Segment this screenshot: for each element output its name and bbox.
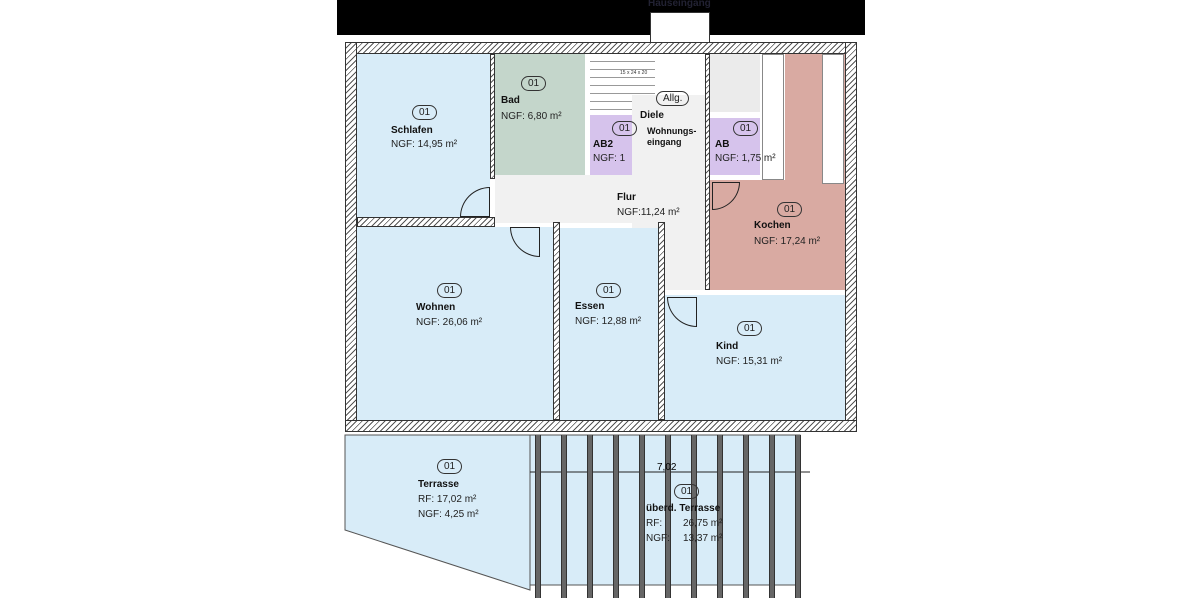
room-number: 01 bbox=[437, 459, 463, 474]
room-name: Diele bbox=[640, 110, 664, 121]
room-area-rf: 26,75 m² bbox=[683, 518, 723, 529]
wall-inner-2 bbox=[553, 222, 560, 420]
room-tag: Allg. bbox=[656, 91, 690, 106]
room-number: 01 bbox=[612, 121, 638, 136]
kitchen-counter bbox=[762, 54, 784, 180]
room-name: Wohnen bbox=[416, 302, 456, 313]
room-area: NGF: 6,80 m² bbox=[501, 111, 562, 122]
room-name: Flur bbox=[617, 192, 636, 203]
pergola-post bbox=[769, 435, 775, 598]
pergola-post bbox=[535, 435, 541, 598]
room-ab2[interactable] bbox=[590, 115, 632, 175]
pergola-post bbox=[561, 435, 567, 598]
room-number: 01 bbox=[737, 321, 763, 336]
entrance-label: Hauseingang bbox=[648, 0, 711, 9]
wall-south bbox=[345, 420, 857, 432]
pergola-post bbox=[587, 435, 593, 598]
room-number: 01 bbox=[596, 283, 622, 298]
room-number: 01 bbox=[521, 76, 547, 91]
pergola-post bbox=[717, 435, 723, 598]
room-number: 01 bbox=[777, 202, 803, 217]
pergola-post bbox=[743, 435, 749, 598]
stair-label: 15 x 24 x 20 bbox=[620, 70, 648, 76]
kitchen-counter-right bbox=[822, 54, 844, 184]
room-name: Kochen bbox=[754, 220, 791, 231]
pergola-post bbox=[639, 435, 645, 598]
wall-inner-3 bbox=[658, 222, 665, 420]
room-number: 01 bbox=[733, 121, 759, 136]
room-area-ngf: NGF: 4,25 m² bbox=[418, 509, 479, 520]
room-area: NGF:11,24 m² bbox=[617, 207, 680, 218]
room-wohnen[interactable] bbox=[357, 227, 553, 420]
room-area: NGF: 14,95 m² bbox=[391, 139, 458, 150]
pergola-post bbox=[691, 435, 697, 598]
room-area: NGF: 1 bbox=[593, 153, 626, 164]
wall-inner-4 bbox=[705, 54, 710, 290]
room-area: NGF: 1,75 m² bbox=[715, 153, 776, 164]
entrance-step bbox=[650, 12, 710, 44]
room-area-rf-label: RF: bbox=[646, 518, 663, 529]
room-name: überd. Terrasse bbox=[646, 503, 721, 514]
pergola-post bbox=[795, 435, 801, 598]
room-name: Bad bbox=[501, 95, 520, 106]
room-schlafen[interactable] bbox=[357, 54, 490, 217]
wall-inner-5 bbox=[490, 54, 495, 179]
room-area-ngf: 13,37 m² bbox=[683, 533, 723, 544]
room-bad[interactable] bbox=[495, 54, 585, 175]
room-storage-upper bbox=[710, 54, 760, 112]
wall-inner-1 bbox=[357, 217, 495, 227]
room-number: 01 bbox=[674, 484, 700, 499]
room-name: AB2 bbox=[593, 139, 614, 150]
room-name: AB bbox=[715, 139, 730, 150]
room-name: Wohnungs- eingang bbox=[647, 126, 697, 147]
room-name: Schlafen bbox=[391, 125, 433, 136]
room-number: 01 bbox=[412, 105, 438, 120]
room-area-rf: RF: 17,02 m² bbox=[418, 494, 477, 505]
top-band bbox=[337, 0, 865, 35]
room-essen[interactable] bbox=[560, 228, 658, 420]
pergola-post bbox=[613, 435, 619, 598]
room-area: NGF: 17,24 m² bbox=[754, 236, 821, 247]
pergola-post bbox=[665, 435, 671, 598]
room-name: Essen bbox=[575, 301, 605, 312]
room-name: Terrasse bbox=[418, 479, 459, 490]
room-area-ngf-label: NGF: bbox=[646, 533, 670, 544]
room-area: NGF: 15,31 m² bbox=[716, 356, 783, 367]
room-name: Kind bbox=[716, 341, 739, 352]
room-number: 01 bbox=[437, 283, 463, 298]
room-area: NGF: 12,88 m² bbox=[575, 316, 642, 327]
dimension-label: 7,02 bbox=[657, 462, 677, 473]
room-area: NGF: 26,06 m² bbox=[416, 317, 483, 328]
